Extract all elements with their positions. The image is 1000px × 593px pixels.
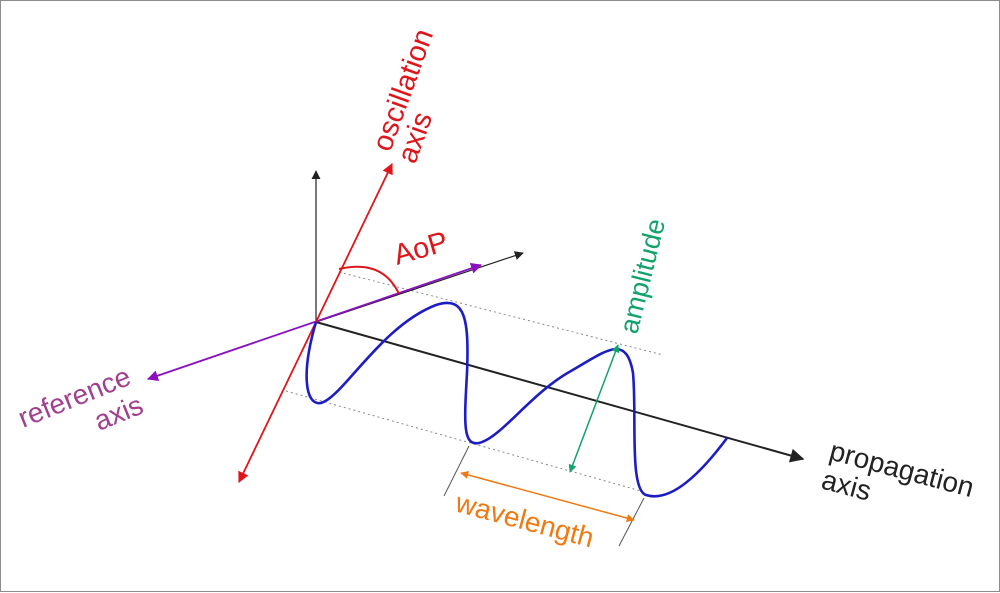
amplitude-arrow [568, 344, 620, 473]
amplitude-label: amplitude [614, 216, 671, 337]
lower-guide-line [285, 390, 642, 492]
wavelength-tick-right [618, 497, 645, 547]
propagation-axis-arrow [315, 321, 805, 463]
wavelength-label: wavelength [451, 487, 597, 554]
reference-axis-arrow [146, 263, 483, 381]
wave-curve [305, 301, 729, 498]
aop-angle-arc [338, 265, 400, 295]
wavelength-tick-left [443, 445, 470, 497]
aop-label: AoP [390, 226, 452, 272]
wavelength-arrow [460, 471, 635, 522]
